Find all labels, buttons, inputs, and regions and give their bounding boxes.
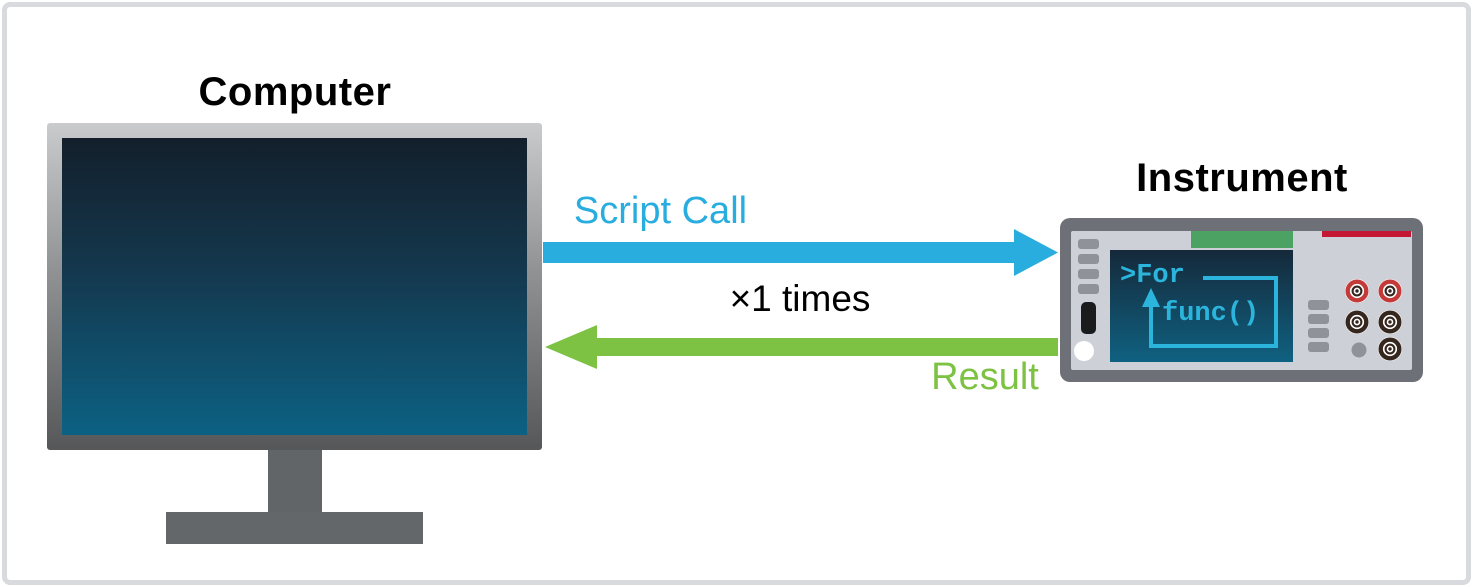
script-call-arrow-icon xyxy=(543,229,1058,276)
terminal-jack-dark xyxy=(1378,337,1402,361)
computer-label: Computer xyxy=(198,70,392,114)
instrument-button xyxy=(1078,254,1099,264)
computer-monitor-stand-base xyxy=(166,512,423,544)
terminal-jack-dark xyxy=(1378,310,1402,334)
script-call-label: Script Call xyxy=(573,190,748,232)
instrument-button xyxy=(1078,284,1099,294)
computer-monitor-stand-neck xyxy=(268,450,322,512)
instrument-display: >For func() xyxy=(1110,250,1293,362)
instrument-device: >For func() xyxy=(1060,218,1423,382)
terminal-gray-dot xyxy=(1351,342,1367,358)
terminal-jack-red xyxy=(1378,279,1402,303)
instrument-terminals xyxy=(1345,279,1402,361)
instrument-button xyxy=(1308,328,1329,338)
instrument-button xyxy=(1078,269,1099,279)
instrument-label: Instrument xyxy=(1136,156,1348,200)
display-code-function: func() xyxy=(1162,299,1260,329)
instrument-green-stripe xyxy=(1191,231,1293,248)
computer-monitor xyxy=(47,123,542,450)
instrument-button xyxy=(1308,314,1329,324)
instrument-button xyxy=(1078,239,1099,249)
loop-arrow-icon xyxy=(1142,276,1278,348)
terminal-jack-red xyxy=(1345,279,1369,303)
computer-monitor-screen xyxy=(62,138,527,435)
display-code-prompt: >For xyxy=(1120,261,1185,291)
instrument-power-button xyxy=(1074,341,1094,361)
terminal-jack-dark xyxy=(1345,310,1369,334)
instrument-button xyxy=(1308,342,1329,352)
instrument-switch xyxy=(1081,302,1096,334)
times-count-label: ×1 times xyxy=(729,278,871,319)
instrument-red-stripe xyxy=(1322,231,1411,237)
instrument-button xyxy=(1308,300,1329,310)
